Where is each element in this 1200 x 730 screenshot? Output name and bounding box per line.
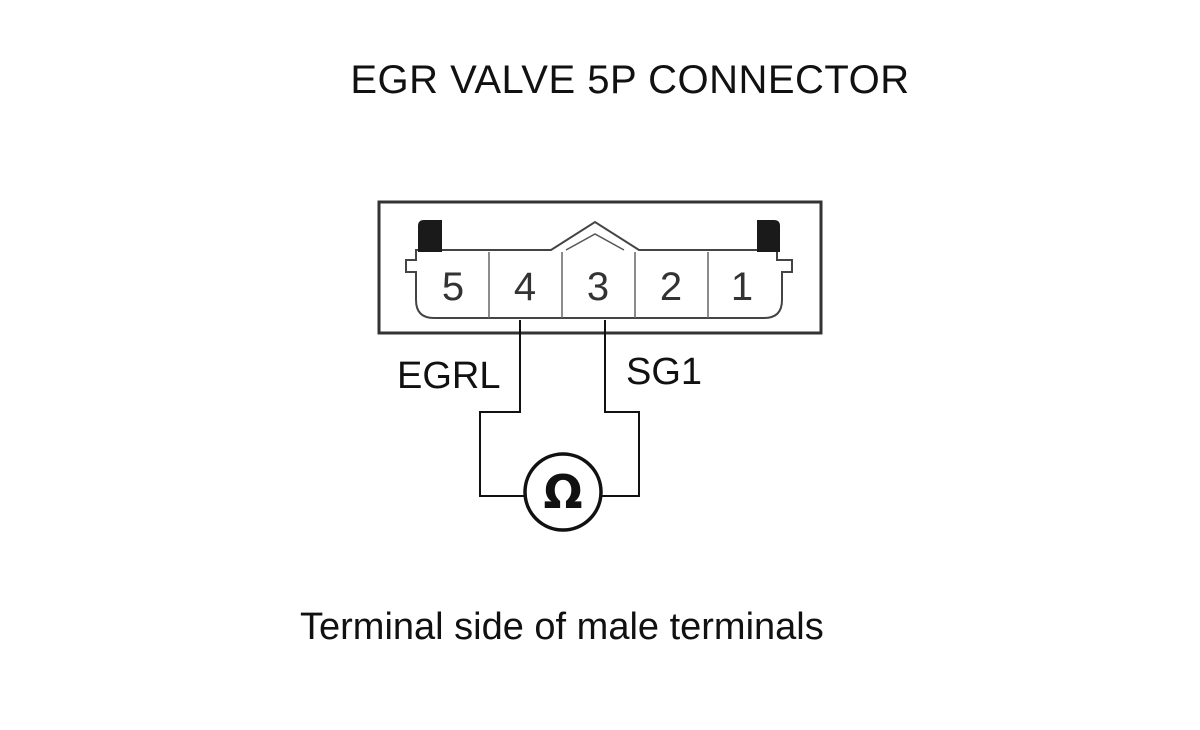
pin-1-label: 1 bbox=[731, 265, 753, 309]
ohm-symbol: Ω bbox=[543, 465, 582, 519]
diagram-caption: Terminal side of male terminals bbox=[300, 606, 824, 648]
connector-key bbox=[565, 233, 625, 251]
connector-body-outline bbox=[405, 220, 793, 319]
ohmmeter-icon: Ω bbox=[523, 452, 603, 532]
pin-4-label: 4 bbox=[514, 265, 536, 309]
pin-2-label: 2 bbox=[660, 265, 682, 309]
pin-5-label: 5 bbox=[442, 265, 464, 309]
wire-sg1 bbox=[602, 320, 640, 497]
connector-housing bbox=[377, 200, 823, 335]
wire-label-sg1: SG1 bbox=[626, 351, 702, 393]
latch-left bbox=[418, 220, 442, 252]
latch-right bbox=[757, 220, 780, 252]
wire-label-egrl: EGRL bbox=[397, 355, 500, 397]
wire-egrl bbox=[479, 320, 524, 497]
pin-3-label: 3 bbox=[587, 265, 609, 309]
diagram-title: EGR VALVE 5P CONNECTOR bbox=[350, 58, 910, 102]
